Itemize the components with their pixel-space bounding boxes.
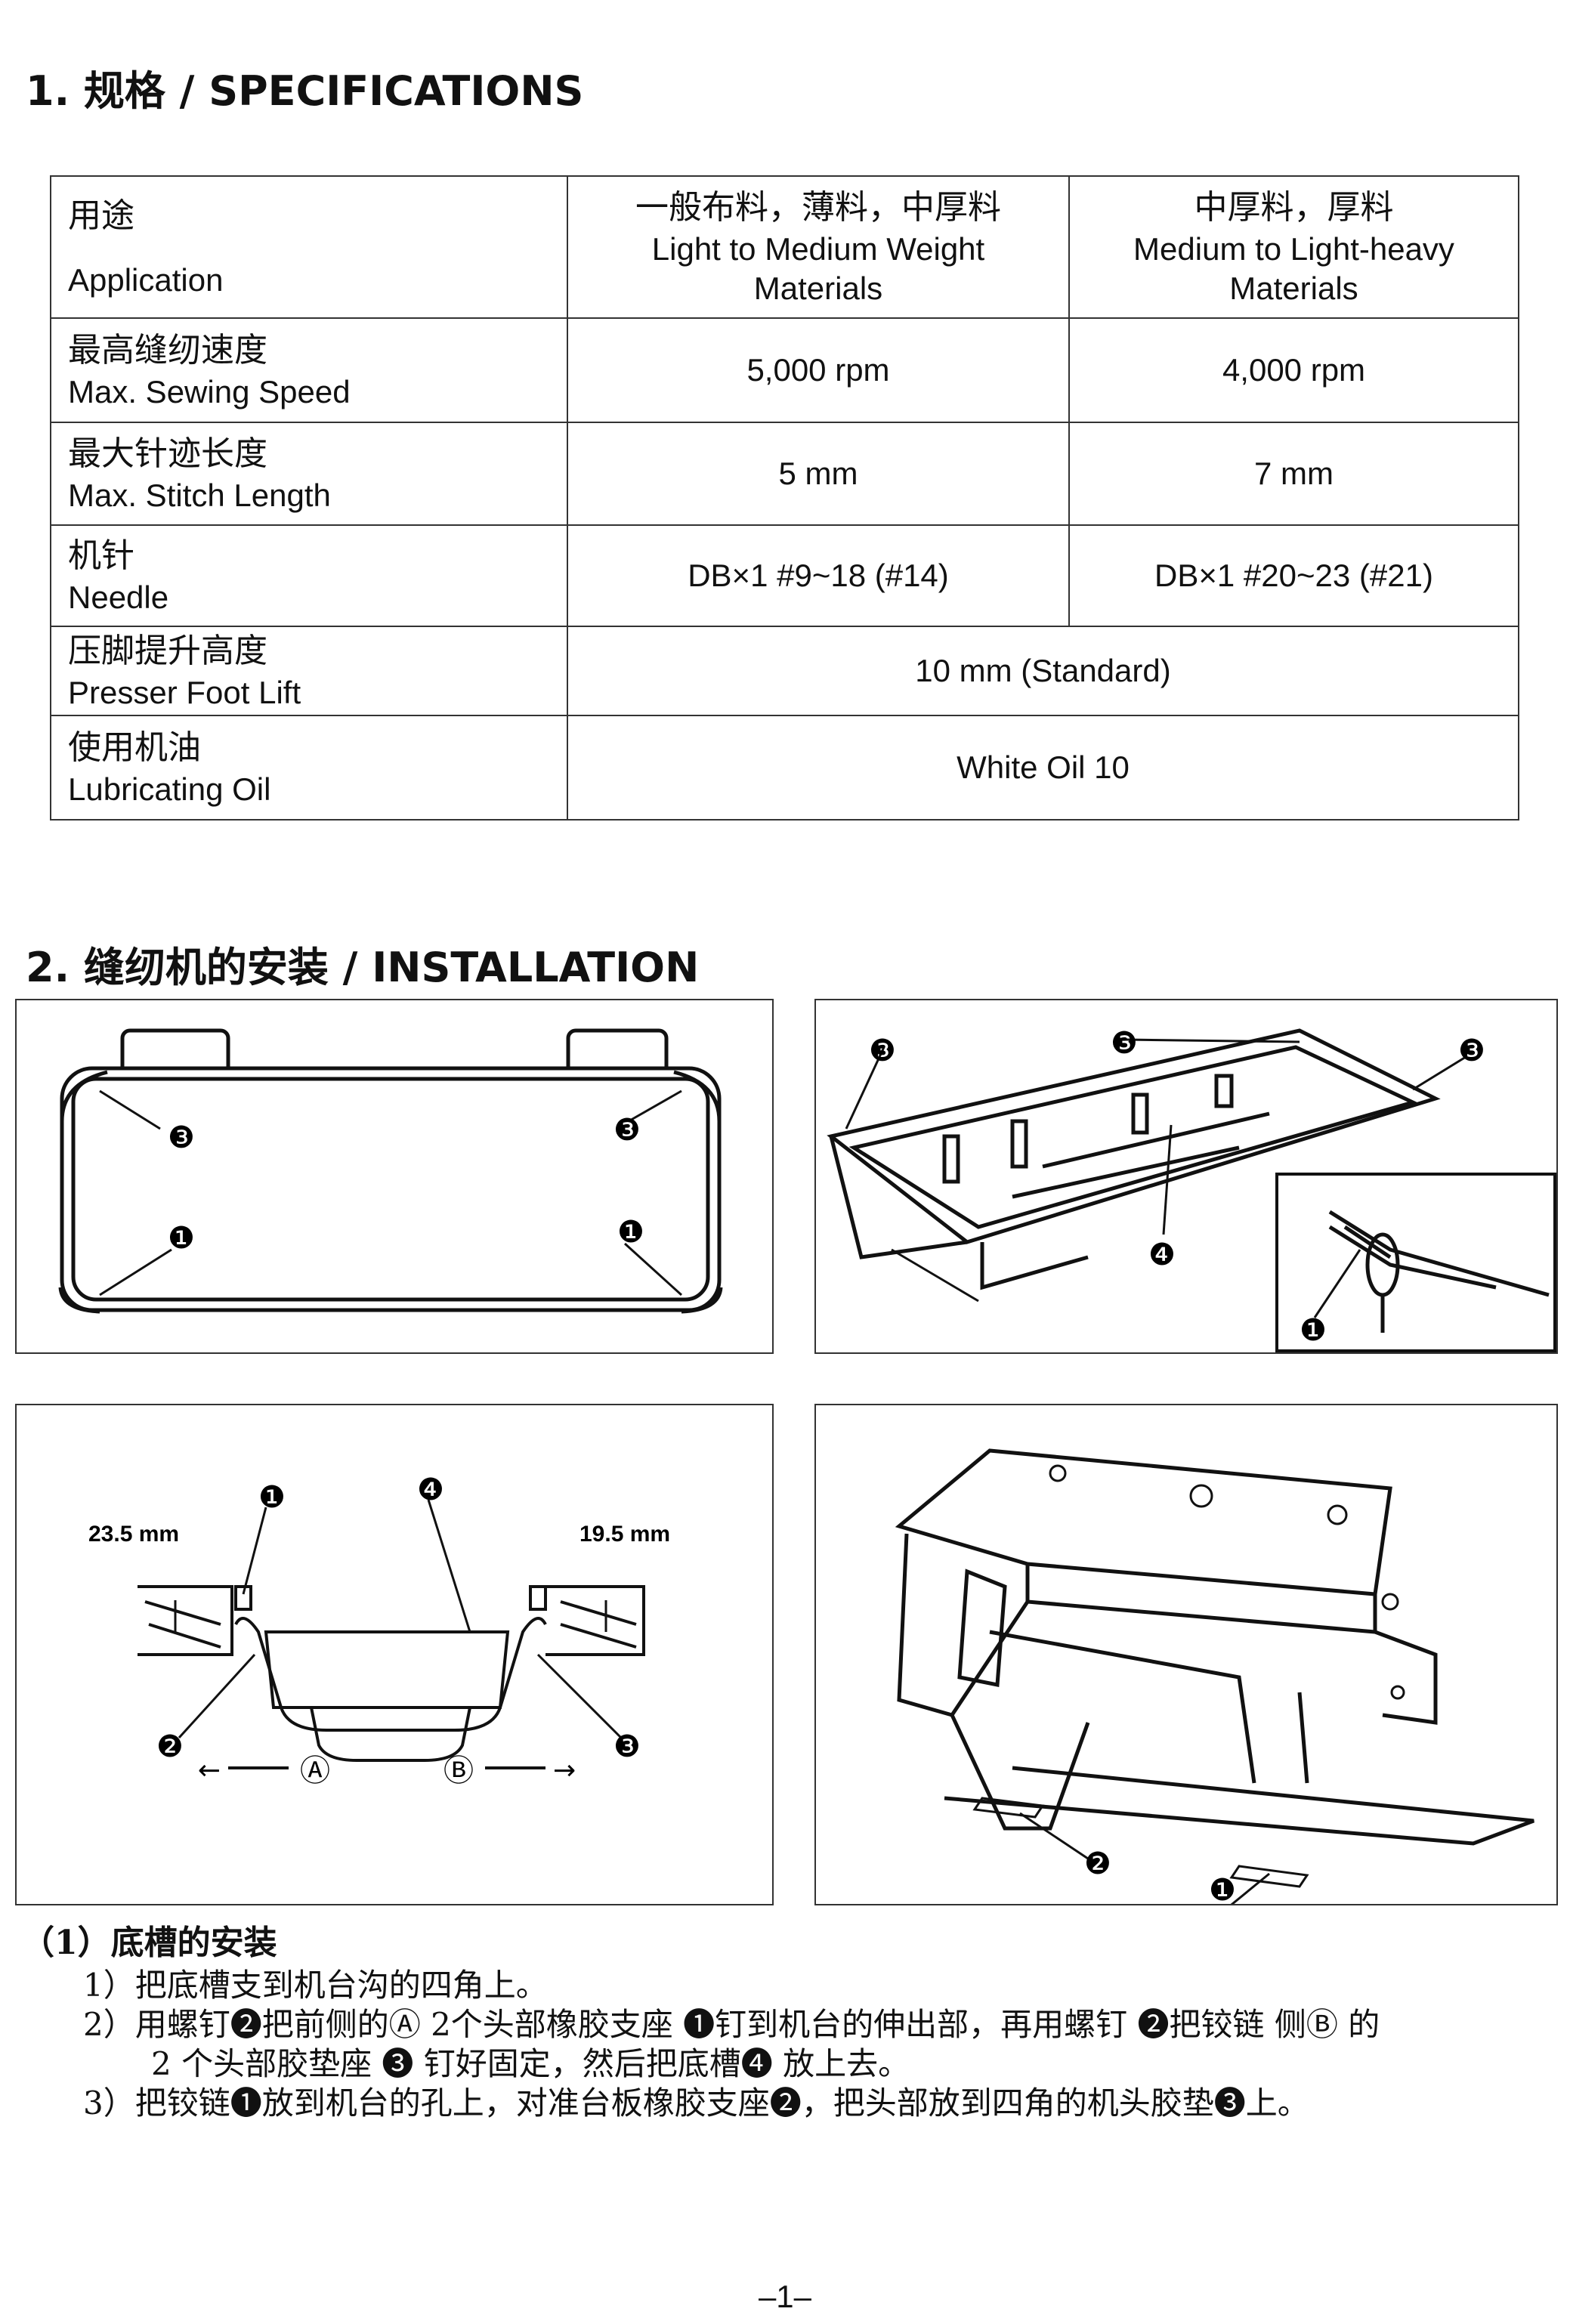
table-row: 压脚提升高度 Presser Foot Lift 10 mm (Standard… (50, 626, 1519, 716)
table-row: 使用机油 Lubricating Oil White Oil 10 (50, 715, 1519, 821)
marker-2: ❷ (156, 1729, 184, 1764)
marker-4: ❹ (417, 1473, 444, 1507)
section-title-specifications: 1. 规格 / SPECIFICATIONS (26, 67, 584, 115)
step-2-continued: 2 个头部胶垫座 ❸ 钉好固定，然后把底槽❹ 放上去。 (151, 2045, 910, 2082)
step-3: 3）把铰链❶放到机台的孔上，对准台板橡胶支座❷，把头部放到四角的机头胶垫❸上。 (83, 2084, 1309, 2122)
marker-a: Ⓐ (300, 1754, 330, 1788)
label-en: Max. Sewing Speed (68, 374, 351, 409)
table-row: 最大针迹长度 Max. Stitch Length 5 mm 7 mm (50, 422, 1519, 526)
installation-steps: （1）底槽的安装 1）把底槽支到机台沟的四角上。 2）用螺钉❷把前侧的Ⓐ 2个头… (21, 1921, 1547, 2123)
page-number: –1– (758, 2279, 812, 2314)
marker-b: Ⓑ (443, 1754, 474, 1788)
oil-pan-perspective-drawing: ❸ ❸ ❸ ❹ ❶ (827, 1026, 1556, 1352)
figure-cross-section: 23.5 mm 19.5 mm ❶ ❹ ❷ ❸ ← Ⓐ Ⓑ → (15, 1404, 774, 1905)
cell-value: 5,000 rpm (746, 352, 890, 388)
marker-3: ❸ (1458, 1034, 1485, 1068)
marker-2: ❷ (1084, 1847, 1111, 1881)
cell-zh: 一般布料，薄料，中厚料 (635, 188, 1001, 227)
cell-zh: 中厚料，厚料 (1194, 188, 1394, 227)
marker-3: ❸ (869, 1034, 896, 1068)
cell-en: Medium to Light-heavy (1133, 231, 1454, 267)
cross-section-drawing: 23.5 mm 19.5 mm ❶ ❹ ❷ ❸ ← Ⓐ Ⓑ → (88, 1473, 670, 1788)
sewing-machine-drawing: ❷ ❶ (895, 1448, 1534, 1904)
figure-oil-pan-perspective: ❸ ❸ ❸ ❹ ❶ (814, 999, 1558, 1354)
marker-3: ❸ (613, 1729, 641, 1764)
marker-1: ❶ (1300, 1313, 1327, 1348)
figure-sewing-machine: ❷ ❶ (814, 1404, 1558, 1905)
cell-value: 4,000 rpm (1222, 352, 1366, 388)
dimension-right: 19.5 mm (579, 1522, 670, 1547)
step-1: 1）把底槽支到机台沟的四角上。 (83, 1967, 548, 2004)
arrow-right-icon: → (553, 1755, 576, 1786)
cell-value: White Oil 10 (957, 749, 1130, 785)
cell-en: Materials (753, 270, 883, 306)
table-row: 机针 Needle DB×1 #9~18 (#14) DB×1 #20~23 (… (50, 524, 1519, 627)
marker-3: ❸ (1111, 1026, 1138, 1061)
marker-3-left: ❸ (168, 1120, 195, 1155)
specifications-table: 用途 Application 一般布料，薄料，中厚料 Light to Medi… (50, 175, 1519, 821)
marker-1-left: ❶ (168, 1221, 195, 1256)
label-en: Presser Foot Lift (68, 675, 301, 710)
cell-value: 10 mm (Standard) (915, 653, 1171, 688)
marker-3-right: ❸ (613, 1113, 641, 1148)
table-row: 最高缝纫速度 Max. Sewing Speed 5,000 rpm 4,000… (50, 317, 1519, 423)
label-zh: 使用机油 (68, 728, 201, 767)
table-row: 用途 Application 一般布料，薄料，中厚料 Light to Medi… (50, 175, 1519, 319)
cell-value: 5 mm (778, 456, 858, 491)
cell-en: Light to Medium Weight (651, 231, 985, 267)
label-zh: 最高缝纫速度 (68, 331, 267, 369)
dimension-left: 23.5 mm (88, 1522, 179, 1547)
label-en: Needle (68, 579, 169, 615)
label-zh: 最大针迹长度 (68, 434, 267, 473)
step-2: 2）用螺钉❷把前侧的Ⓐ 2个头部橡胶支座 ❶钉到机台的伸出部，再用螺钉 ❷把铰链… (83, 2006, 1380, 2043)
label-en: Lubricating Oil (68, 771, 271, 807)
figure-oil-pan-top-view: ❸ ❸ ❶ ❶ (15, 999, 774, 1354)
cell-value: 7 mm (1254, 456, 1334, 491)
marker-1: ❶ (1209, 1873, 1236, 1904)
label-zh: 用途 (68, 196, 134, 235)
label-en: Application (68, 262, 224, 298)
label-zh: 压脚提升高度 (68, 632, 267, 670)
cell-value: DB×1 #20~23 (#21) (1154, 558, 1433, 593)
label-en: Max. Stitch Length (68, 477, 331, 513)
marker-1-right: ❶ (617, 1215, 644, 1250)
cell-en: Materials (1229, 270, 1358, 306)
oil-pan-top-drawing: ❸ ❸ ❶ ❶ (58, 1028, 723, 1314)
cell-value: DB×1 #9~18 (#14) (688, 558, 949, 593)
marker-1: ❶ (258, 1480, 286, 1515)
label-zh: 机针 (68, 536, 134, 575)
marker-4: ❹ (1148, 1238, 1176, 1272)
arrow-left-icon: ← (198, 1755, 221, 1786)
section-title-installation: 2. 缝纫机的安装 / INSTALLATION (26, 944, 700, 991)
steps-header: （1）底槽的安装 (21, 1924, 277, 1962)
